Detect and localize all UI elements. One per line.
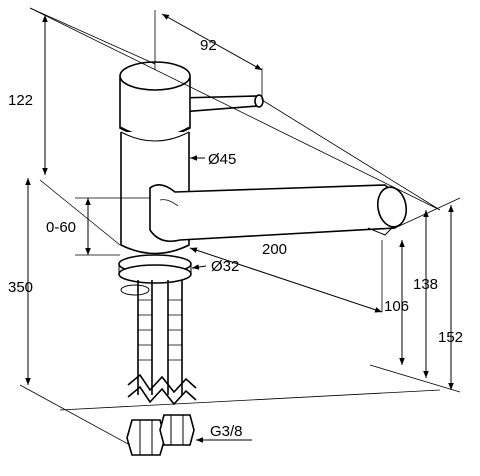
- spout-outlet: [367, 227, 393, 236]
- label-0-60: 0-60: [46, 219, 76, 236]
- dimension-labels: 92 122 Ø45 0-60 200 Ø32 350 106 138 152 …: [8, 37, 463, 440]
- label-92: 92: [200, 37, 217, 54]
- label-diameter-32: Ø32: [211, 258, 239, 275]
- label-diameter-45: Ø45: [208, 151, 236, 168]
- label-122: 122: [8, 92, 33, 109]
- connection-nuts: [126, 414, 195, 456]
- label-152: 152: [438, 329, 463, 346]
- spout: [149, 184, 408, 243]
- base-ring: [118, 254, 192, 296]
- faucet-body: [118, 61, 408, 456]
- label-106: 106: [384, 298, 409, 315]
- label-200: 200: [262, 241, 287, 258]
- break-zigzag-icon: [127, 373, 197, 406]
- label-g3-8: G3/8: [210, 423, 243, 440]
- label-350: 350: [8, 279, 33, 296]
- label-138: 138: [413, 276, 438, 293]
- dimension-lines: [19, 7, 461, 446]
- supply-hoses: [137, 280, 183, 395]
